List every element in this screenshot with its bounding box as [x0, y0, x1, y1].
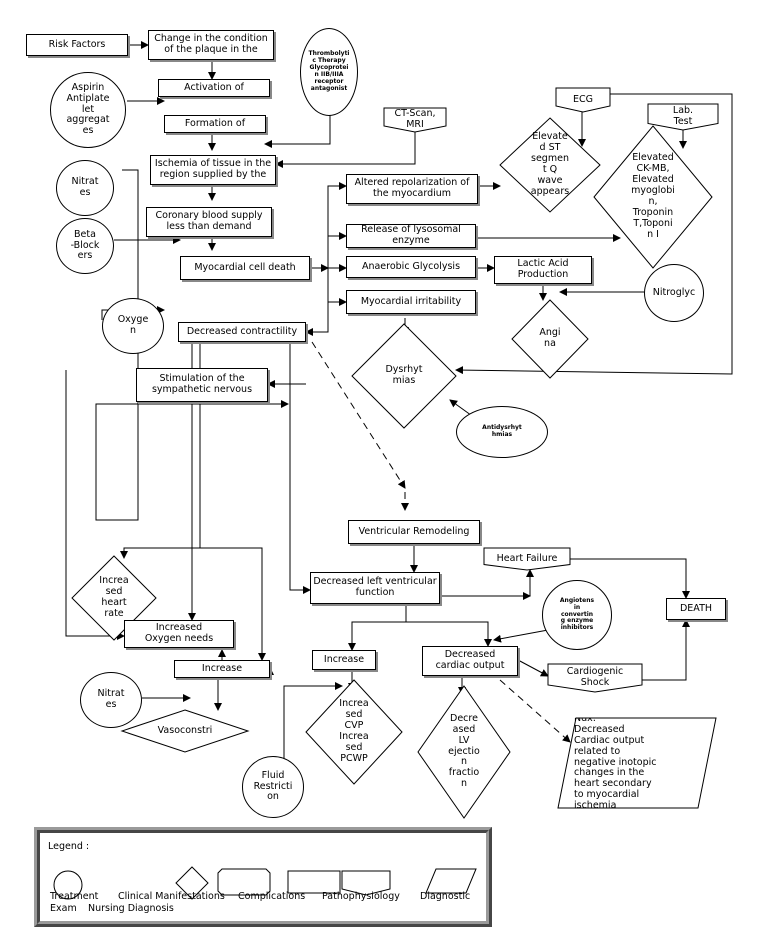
connector-41: [95, 169, 289, 521]
connector-29: [348, 604, 407, 651]
connector-44: [120, 342, 201, 559]
connector-21: [455, 93, 733, 375]
connector-33: [642, 619, 690, 681]
legend-symbols: [53, 866, 477, 900]
increased-hr-node: Increa sed heart rate: [99, 575, 129, 619]
connector-5: [275, 132, 416, 168]
legend-circle-icon: [53, 870, 83, 900]
lysosomal-node: Release of lysosomal enzyme: [346, 224, 476, 248]
ace-node: Angiotens in convertin g enzyme inhibito…: [542, 580, 612, 650]
legend-title: Legend :: [48, 841, 90, 852]
lv-ejection-node: Decre ased LV ejectio n fractio n: [448, 712, 480, 790]
oxygen-node: Oxyge n: [102, 298, 164, 354]
connector-43: [65, 370, 125, 640]
connector-10: [327, 182, 347, 268]
heart-failure-pentagon-shape: [483, 547, 571, 571]
legend-label-nursing-diagnosis: Nursing Diagnosis: [88, 903, 174, 914]
vasoconstri-node: Vasoconstri: [157, 724, 213, 736]
ventricular-remod-node: Ventricular Remodeling: [348, 520, 480, 544]
coronary-node: Coronary blood supply less than demand: [146, 207, 272, 237]
fluid-node: Fluid Restricti on: [242, 756, 304, 818]
cell-death-node: Myocardial cell death: [180, 256, 310, 280]
legend-label-complications: Complications: [238, 891, 306, 902]
angina-diamond-shape: [511, 299, 589, 379]
connector-11: [327, 232, 347, 268]
elevated-st-node: Elevate d ST segmen t Q wave appears: [530, 131, 570, 197]
elevated-ck-node: Elevated CK-MB, Elevated myoglobi n, Tro…: [631, 152, 675, 240]
ct-scan-node: CT-Scan, MRI: [394, 108, 436, 130]
lab-test-pentagon-shape: [647, 103, 719, 131]
ct-scan-pentagon-shape: [383, 107, 447, 133]
aspirin-node: Aspirin Antiplate let aggregat es: [50, 72, 126, 148]
ndx-parallelogram-shape: [557, 717, 717, 809]
irritability-node: Myocardial irritability: [346, 290, 476, 314]
legend-label-pathophysiology: Pathophysiology: [322, 891, 400, 902]
dysrhythmias-node: Dysrhyt mias: [385, 364, 423, 386]
connector-40: [283, 682, 343, 780]
nitroglyc-node: Nitroglyc: [644, 264, 704, 322]
connector-30: [406, 621, 492, 647]
ischemia-node: Ischemia of tissue in the region supplie…: [150, 155, 276, 185]
lab-test-node: Lab. Test: [672, 105, 694, 127]
cvp-diamond-shape: [305, 679, 403, 785]
connector-3: [264, 112, 331, 148]
legend-diamond-icon: [175, 866, 209, 900]
nitrates-top-node: Nitrat es: [56, 160, 114, 216]
connector-31: [493, 629, 549, 643]
ndx-node: Ndx: Decreased Cardiac output related to…: [574, 718, 657, 808]
thrombolytic-node: Thrombolyti c Therapy Glycoprotei n IIB/…: [300, 28, 358, 116]
connector-46: [289, 342, 311, 594]
risk-factors-node: Risk Factors: [26, 34, 128, 56]
nitrates-bottom-node: Nitrat es: [80, 672, 142, 728]
cardiogenic-node: Cardiogenic Shock: [566, 666, 624, 688]
lv-ejection-diamond-shape: [417, 685, 511, 819]
legend-octagon-icon: [217, 868, 271, 896]
elevated-ck-diamond-shape: [593, 125, 713, 269]
legend-label-treatment: Treatment: [50, 891, 99, 902]
connector-47: [180, 547, 266, 661]
anaerobic-node: Anaerobic Glycolysis: [346, 256, 476, 278]
heart-failure-node: Heart Failure: [496, 552, 558, 564]
increase-mid-node: Increase: [312, 650, 376, 670]
legend-pentagon-icon: [341, 870, 391, 896]
altered-repol-node: Altered repolarization of the myocardium: [346, 174, 478, 204]
angina-node: Angi na: [539, 327, 561, 349]
activation-node: Activation of: [158, 79, 270, 97]
legend-parallelogram-icon: [425, 868, 477, 894]
elevated-st-diamond-shape: [499, 117, 601, 213]
connector-32: [517, 659, 549, 677]
antidysrhythmias-node: Antidysrhyt hmias: [456, 406, 548, 458]
dashed-connector-0: [311, 341, 406, 489]
dysrhythmias-diamond-shape: [351, 323, 457, 429]
increased-hr-diamond-shape: [71, 555, 157, 641]
connector-14: [305, 302, 329, 336]
dashed-connector-2: [499, 679, 571, 743]
vasoconstri-diamond-shape: [120, 709, 250, 753]
legend-box: Legend : Treatment Clinical Manifestatio…: [34, 827, 492, 927]
stimulation-node: Stimulation of the sympathetic nervous: [136, 368, 268, 402]
legend-label-clinical: Clinical Manifestations: [118, 891, 225, 902]
cardiogenic-pentagon-shape: [547, 663, 643, 693]
decreased-co-node: Decreased cardiac output: [422, 646, 518, 676]
connector-12: [327, 268, 347, 306]
legend-rect-icon: [287, 870, 341, 894]
connector-27: [440, 569, 534, 597]
legend-label-exam: Exam: [50, 903, 77, 914]
increased-o2-node: Increased Oxygen needs: [124, 620, 234, 648]
decreased-contract-node: Decreased contractility: [178, 322, 306, 342]
change-plaque-node: Change in the condition of the plaque in…: [148, 30, 274, 60]
decreased-lv-node: Decreased left ventricular function: [310, 572, 440, 604]
ecg-node: ECG: [573, 93, 593, 105]
lactic-node: Lactic Acid Production: [494, 256, 592, 284]
death-node: DEATH: [666, 598, 726, 620]
cvp-node: Increa sed CVP Increa sed PCWP: [339, 698, 369, 764]
beta-blockers-node: Beta -Block ers: [56, 218, 114, 274]
increase-left-node: Increase: [174, 660, 270, 678]
formation-node: Formation of: [164, 115, 266, 133]
connector-28: [570, 558, 690, 599]
legend-label-diagnostic: Diagnostic: [420, 891, 471, 902]
ecg-pentagon-shape: [555, 87, 611, 113]
